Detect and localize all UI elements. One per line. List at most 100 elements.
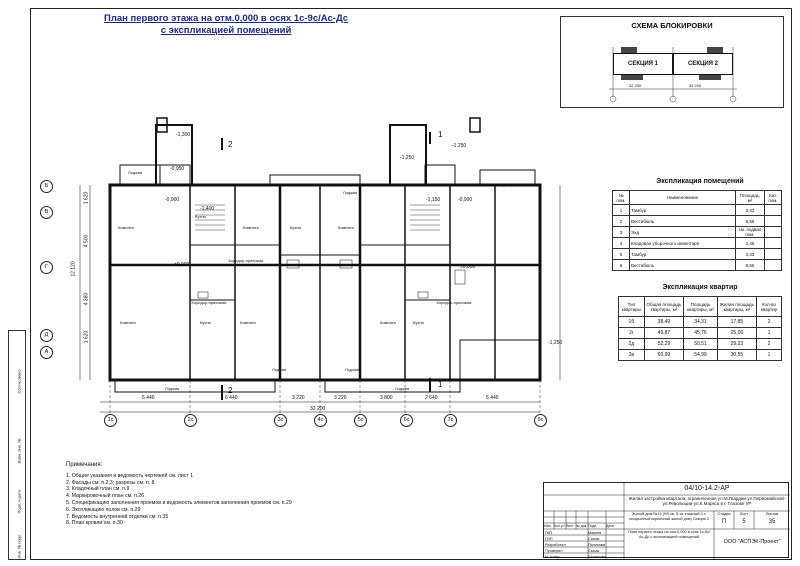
- note-item: 5. Спецификацию заполнения проемов и вед…: [66, 499, 292, 506]
- rooms-table: № пом. Наименование Площадь, м² Кат. пом…: [612, 190, 782, 271]
- sheet-name: План первого этажа на отм.0,000 в осях 1…: [627, 530, 711, 539]
- table-cell: Кладовая уборочного инвентаря: [629, 237, 736, 249]
- level-mark: -1,300: [176, 132, 191, 138]
- title-line-2: с экспликацией помещений: [160, 25, 292, 36]
- table-cell: 2: [755, 338, 783, 350]
- table-cell: Вестибюль: [629, 259, 736, 271]
- document-code: 04/10-14.2-АР: [684, 485, 730, 492]
- table-header: Тип квартиры: [618, 296, 645, 317]
- title-block-grid: [544, 483, 790, 559]
- sidebar-label: Согласовано: [16, 369, 22, 394]
- stamp-role: Разработал: [545, 543, 566, 547]
- note-item: 6. Экспликацию полов см. п.29: [66, 506, 141, 513]
- stamp-header: Подп.: [588, 524, 598, 528]
- sidebar-label: Инв. № подл.: [16, 533, 22, 559]
- sheet-title: План первого этажа на отм.0,000 в осях 1…: [96, 13, 356, 37]
- room-label: Лоджия: [343, 190, 358, 195]
- axis-bubble: 7c: [444, 414, 457, 427]
- axis-bubble: В: [40, 206, 53, 219]
- axis-bubble: Д: [40, 329, 53, 342]
- scheme-lines: [609, 47, 737, 103]
- level-mark: -1,400: [200, 206, 215, 212]
- table-cell: Тамбур: [629, 204, 736, 216]
- axis-bubble: Б: [40, 180, 53, 193]
- table-cell: 3,33: [735, 248, 765, 260]
- table-header: Кол-во квартир: [755, 296, 783, 317]
- level-mark: -0,950: [170, 166, 185, 172]
- table-cell: Тамбур: [629, 248, 736, 260]
- table-cell: 5: [612, 248, 630, 260]
- table-cell: 9,56: [735, 215, 765, 227]
- note-item: 1. Общие указания и ведомость чертежей с…: [66, 472, 194, 479]
- table-cell: 1: [755, 349, 783, 361]
- table-cell: 34,31: [683, 316, 718, 328]
- room-label: Лоджия: [165, 386, 180, 391]
- dimension: 3 220: [334, 395, 347, 401]
- room-label: Лоджия: [272, 367, 287, 372]
- table-cell: [764, 237, 782, 249]
- stamp-person: Макеев: [588, 531, 602, 535]
- table-cell: 29,23: [716, 338, 757, 350]
- room-label: Кухня: [200, 320, 211, 325]
- apartments-table-title: Экспликация квартир: [662, 284, 738, 291]
- sidebar-label: Подп. и дата: [16, 489, 22, 514]
- table-cell: 9,56: [735, 259, 765, 271]
- level-mark: -0,900: [165, 197, 180, 203]
- dimension-total: 32 200: [310, 406, 326, 412]
- level-mark: ±0,000: [174, 262, 190, 268]
- table-cell: 1б: [618, 316, 645, 328]
- sheets-value: 35: [768, 519, 776, 525]
- floor-plan: [79, 117, 561, 420]
- room-label: Комната: [240, 320, 256, 325]
- room-label: Комната: [243, 225, 259, 230]
- notes-title: Примечания:: [66, 462, 103, 468]
- room-label: Лоджия: [498, 182, 513, 187]
- room-label: Лоджия: [128, 170, 143, 175]
- stamp-person: Шилякова: [588, 555, 606, 559]
- table-cell: [764, 248, 782, 260]
- notes: Примечания: 1. Общие указания и ведомост…: [66, 462, 292, 527]
- level-mark: -1,250: [452, 143, 467, 149]
- table-cell: см. подвал пом.: [735, 226, 765, 238]
- axis-bubble: 4c: [314, 414, 327, 427]
- dimension: 3 800: [380, 395, 393, 401]
- table-cell: 30,55: [716, 349, 757, 361]
- table-cell: 17,85: [716, 316, 757, 328]
- room-label: Комната: [380, 320, 396, 325]
- dimension: 1 620: [83, 330, 90, 344]
- room-label: Кухня: [195, 214, 206, 219]
- table-cell: 2в: [618, 349, 645, 361]
- section-1-label: СЕКЦИЯ 1: [627, 61, 658, 67]
- room-label: Комната: [118, 225, 134, 230]
- cut-label: 2: [228, 386, 233, 395]
- sidebar-label: Взам. инв. №: [16, 438, 22, 464]
- dimension: 4 500: [83, 234, 90, 248]
- table-cell: [764, 215, 782, 227]
- note-item: 7. Ведомость внутренней отделки см. п.35: [66, 513, 169, 520]
- section-2-label: СЕКЦИЯ 2: [687, 61, 718, 67]
- room-label: Кухня: [413, 320, 424, 325]
- stamp-role: Н. контр.: [545, 555, 561, 559]
- rooms-table-title: Экспликация помещений: [656, 178, 744, 185]
- table-cell: 2: [612, 215, 630, 227]
- table-header: Наименование: [629, 190, 736, 205]
- room-label: Коридор-прихожая: [191, 300, 227, 305]
- dimension: 6 440: [225, 395, 238, 401]
- section-1: СЕКЦИЯ 1: [613, 53, 673, 75]
- level-mark: ±0,000: [460, 264, 476, 270]
- dimension: 3 220: [292, 395, 305, 401]
- table-cell: 6: [612, 259, 630, 271]
- stamp-header: Кол.уч: [554, 524, 565, 528]
- cut-label: 1: [438, 380, 443, 389]
- axis-bubble: Г: [40, 261, 53, 274]
- room-label: Коридор-прихожая: [436, 300, 472, 305]
- stamp-person: Поликова: [588, 543, 605, 547]
